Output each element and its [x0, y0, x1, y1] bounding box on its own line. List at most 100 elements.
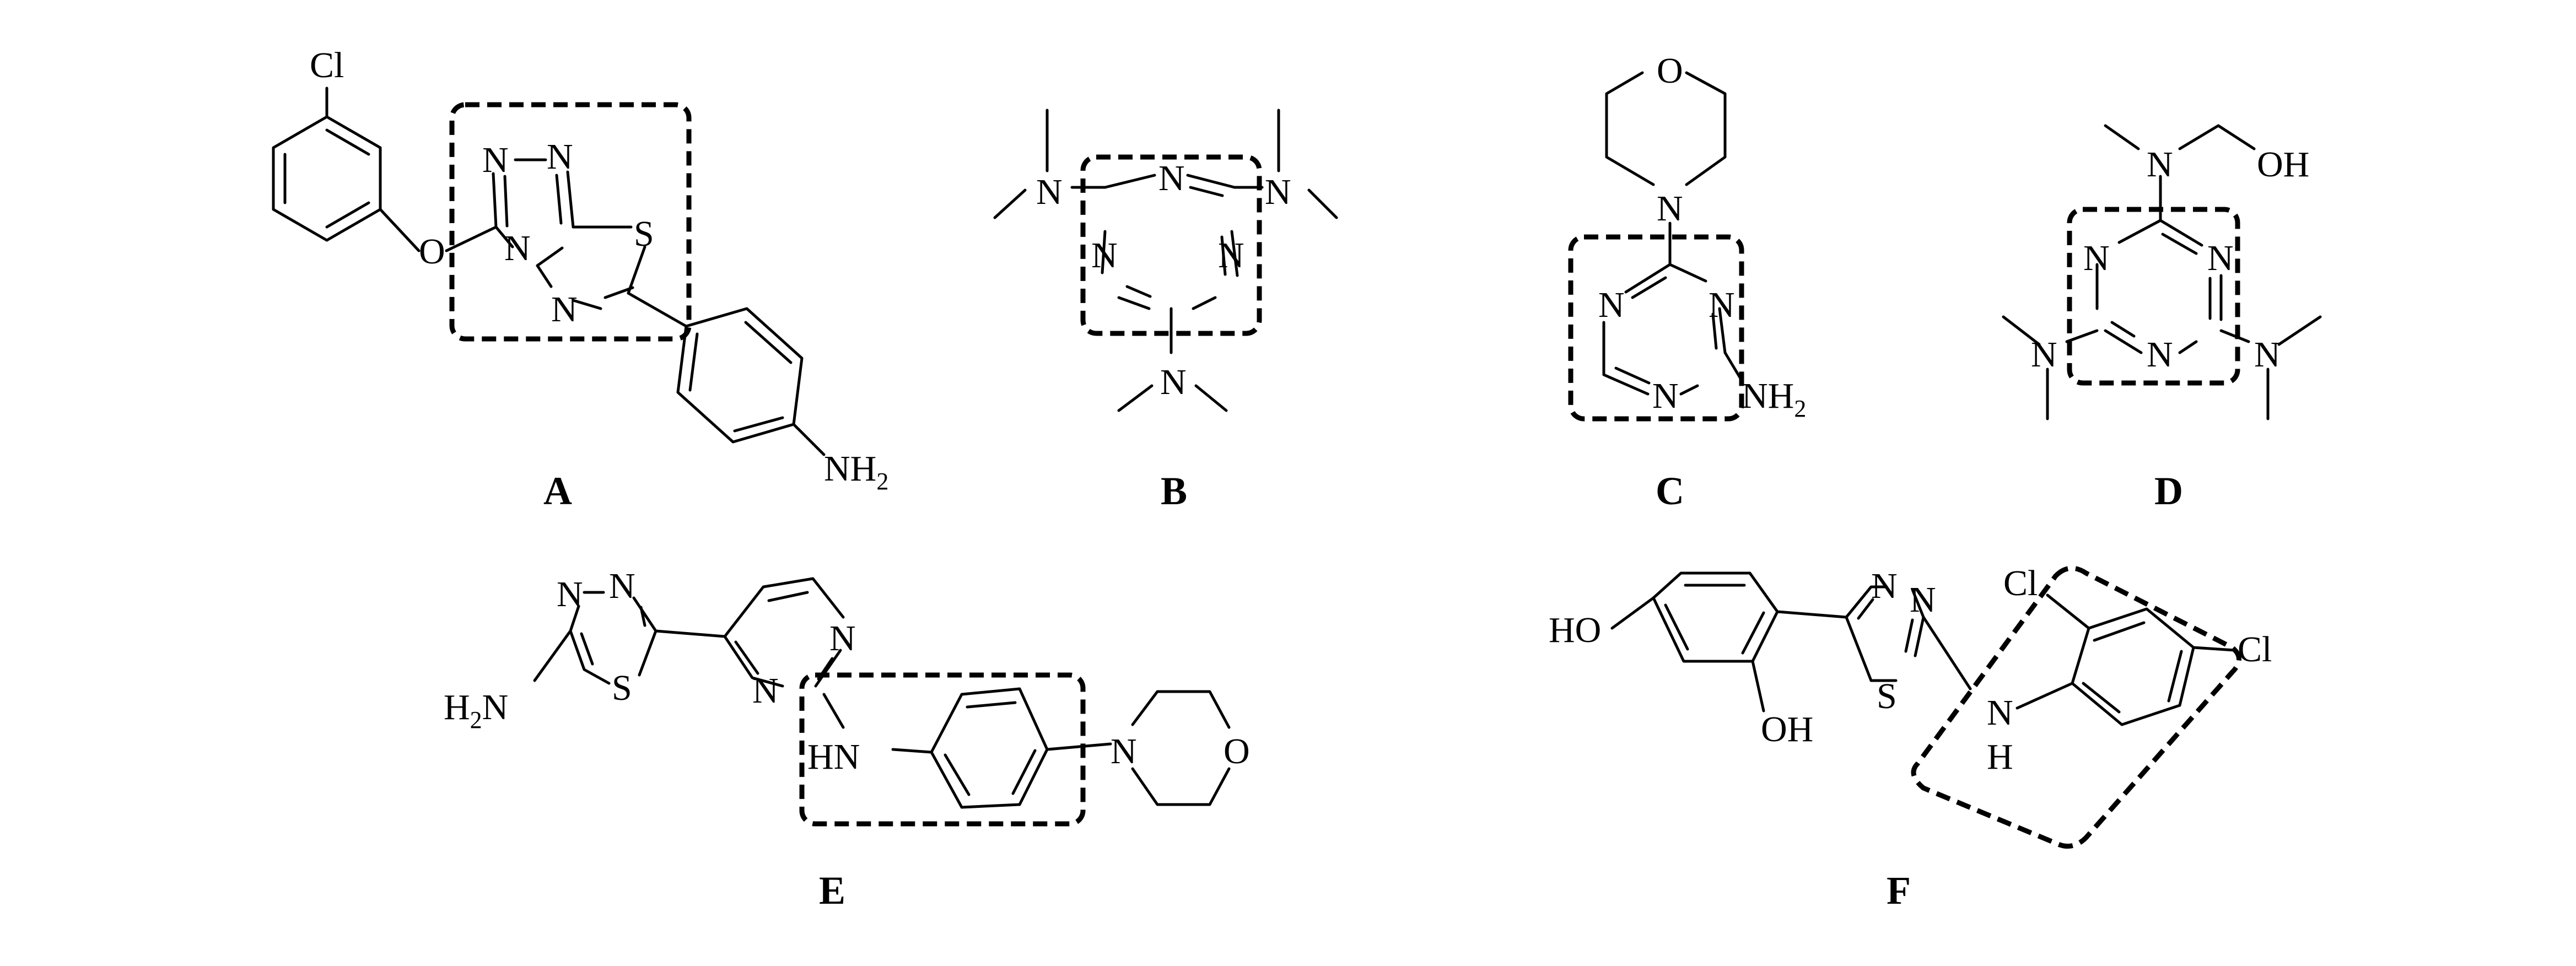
- atom-label: N: [2147, 144, 2173, 185]
- atom-label: N: [504, 228, 531, 268]
- atom-label: N: [1871, 566, 1898, 606]
- atom-label: N: [547, 137, 573, 177]
- atom-label: O: [1224, 731, 1250, 771]
- atom-label: N: [482, 140, 509, 180]
- compound-f-resorcinol-inner-bonds: [1664, 584, 1765, 655]
- compound-caption: E: [819, 868, 845, 913]
- compound-b-bottom-methyls: [1117, 384, 1228, 412]
- atom-label: N: [2254, 334, 2281, 375]
- compound-caption: C: [1656, 469, 1684, 513]
- atom-label: O: [1657, 51, 1683, 91]
- compound-e-bond-thiadiazole-pyrimidine: [654, 629, 726, 638]
- compound-b-right-methyls: [1277, 109, 1338, 219]
- atom-label: N: [2147, 334, 2173, 375]
- compound-f-bond-nh-aryl: [2015, 682, 2074, 710]
- atom-label: N: [1265, 172, 1291, 212]
- atom-label: S: [1877, 676, 1897, 716]
- atom-label: N: [1657, 188, 1683, 229]
- compound-c-bond-ring-nh2: [1723, 351, 1743, 382]
- atom-label: H2N: [444, 687, 508, 733]
- atom-label: N: [2083, 238, 2110, 278]
- compound-a-bond-o-c3: [445, 225, 498, 252]
- atom-label: NH2: [1742, 376, 1806, 422]
- compound-d-triazine-ring: [2095, 219, 2223, 354]
- atom-label: N: [557, 574, 583, 614]
- atom-label: N: [1598, 285, 1625, 325]
- atom-label: OH: [2257, 144, 2309, 185]
- compound-f-highlight-box: [1911, 565, 2241, 849]
- atom-label: N: [2207, 238, 2234, 278]
- atom-label: N: [1218, 235, 1244, 276]
- compound-e-bond-pyrimidine-nh: [822, 693, 845, 729]
- compound-a-aromatic-inner-bonds: [283, 128, 370, 229]
- compound-b: N N N N N N B: [993, 109, 1338, 513]
- atom-label: O: [419, 231, 445, 272]
- compound-c-triazine-double-bonds: [1614, 276, 1718, 385]
- compound-f-bond-ring-cl1: [2046, 593, 2090, 630]
- atom-label: N: [1987, 693, 2013, 733]
- compound-c-triazine-ring: [1602, 263, 1727, 396]
- atom-label: S: [612, 668, 632, 708]
- compound-d-left-nme2: [2002, 315, 2099, 420]
- compound-a-bond-ring-o: [379, 208, 421, 252]
- compound-d-top-n-substituents: [2104, 124, 2256, 222]
- atom-label: Cl: [2238, 629, 2272, 670]
- compound-f-bond-ring-ho: [1610, 596, 1655, 630]
- atom-label: H: [1987, 737, 2013, 777]
- compound-d-triazine-double-bonds: [2110, 233, 2212, 338]
- atom-label: NH2: [824, 449, 888, 495]
- compound-c-morpholine-ring: [1605, 71, 1727, 186]
- compound-a-chlorophenyl-ring: [272, 115, 382, 242]
- compound-caption: A: [543, 469, 572, 513]
- compound-b-highlight-box: [1080, 154, 1262, 336]
- compound-f-thiadiazole-double-bonds: [1857, 598, 1914, 653]
- atom-label: N: [752, 671, 779, 711]
- compound-b-triazine-ring: [1101, 174, 1239, 310]
- compound-a-aminophenyl-ring: [676, 307, 804, 444]
- compound-d-highlight-box: [2067, 207, 2240, 386]
- atom-label: N: [609, 566, 635, 606]
- compound-e-morpholine-ring: [1131, 690, 1231, 806]
- atom-label: HN: [807, 737, 860, 777]
- compound-b-left-methyls: [993, 109, 1049, 219]
- compound-caption: D: [2154, 469, 2183, 513]
- compound-a-thiadiazole-double-bond: [603, 286, 634, 299]
- atom-label: N: [829, 618, 856, 659]
- atom-label: N: [1709, 285, 1735, 325]
- compound-f-bond-thiadiazole-nh: [1922, 616, 1972, 690]
- atom-label: N: [551, 289, 578, 330]
- atom-label: N: [1652, 376, 1679, 416]
- compound-a: Cl O N N N N S NH2 A: [272, 45, 888, 513]
- atom-label: Cl: [310, 45, 344, 85]
- compound-e-phenyl-ring: [930, 687, 1049, 809]
- atom-label: S: [634, 214, 654, 254]
- compound-f-dichlorophenyl-inner-bonds: [2082, 621, 2183, 714]
- atom-label: N: [1036, 172, 1063, 212]
- compound-e-pyrimidine-ring: [723, 577, 845, 688]
- compound-e-phenyl-inner-bonds: [944, 701, 1037, 796]
- atom-label: N: [1910, 580, 1936, 620]
- compound-f-bond-ring-thiadiazole: [1776, 610, 1848, 619]
- compound-a-bond-ring-nh2: [792, 423, 826, 456]
- compound-e-bond-ring-nh2: [533, 629, 572, 682]
- compound-f: HO OH N N S N H Cl Cl F: [1549, 563, 2272, 913]
- compound-a-triazole-double-bonds: [503, 174, 563, 228]
- atom-label: Cl: [2003, 563, 2038, 603]
- atom-label: N: [1111, 731, 1137, 771]
- atom-label: HO: [1549, 610, 1601, 650]
- compound-f-bond-ring-oh: [1751, 660, 1765, 713]
- compound-a-triazole-ring: [492, 158, 575, 267]
- compound-d-right-nme2: [2219, 315, 2322, 420]
- atom-label: OH: [1761, 709, 1813, 749]
- atom-label: N: [1158, 158, 1185, 198]
- compound-a-highlight-box: [449, 102, 692, 342]
- compound-e-bond-nh-phenyl: [891, 748, 933, 754]
- atom-label: N: [1160, 362, 1187, 402]
- compound-a-bond-c5-aryl: [627, 292, 688, 328]
- compound-c-highlight-box: [1568, 234, 1744, 422]
- compound-a-thiadiazole-ring: [536, 225, 646, 310]
- compound-caption: F: [1887, 868, 1911, 913]
- atom-label: N: [2031, 334, 2057, 375]
- compound-e-thiadiazole-double-bonds: [580, 606, 646, 666]
